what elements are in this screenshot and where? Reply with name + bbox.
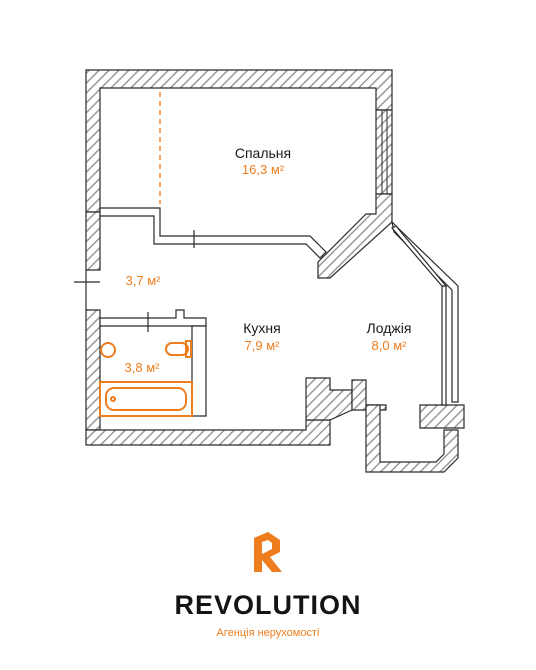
loggia-name: Лоджія xyxy=(367,320,412,336)
brand-tagline: Агенція нерухомості xyxy=(216,627,320,639)
bedroom-area: 16,3 м² xyxy=(242,162,285,177)
hall-area: 3,7 м² xyxy=(126,273,162,288)
kitchen-name: Кухня xyxy=(243,320,280,336)
interior-walls xyxy=(99,207,459,417)
revolution-r-logo-icon xyxy=(254,532,282,572)
sink-icon xyxy=(100,342,116,358)
brand-name: REVOLUTION xyxy=(174,590,362,620)
loggia-area: 8,0 м² xyxy=(372,338,408,353)
floor-plan: Спальня 16,3 м² 3,7 м² 3,8 м² Кухня 7,9 … xyxy=(74,69,465,473)
toilet-icon xyxy=(165,340,192,358)
bathroom-area: 3,8 м² xyxy=(125,360,161,375)
kitchen-area: 7,9 м² xyxy=(245,338,281,353)
window-lines xyxy=(381,110,388,194)
brand-block: REVOLUTION Агенція нерухомості xyxy=(0,530,536,639)
walls xyxy=(85,69,465,473)
bathroom-fixtures xyxy=(99,340,193,417)
bathtub-icon xyxy=(99,381,193,417)
door-markers xyxy=(74,230,195,332)
bedroom-name: Спальня xyxy=(235,145,291,161)
